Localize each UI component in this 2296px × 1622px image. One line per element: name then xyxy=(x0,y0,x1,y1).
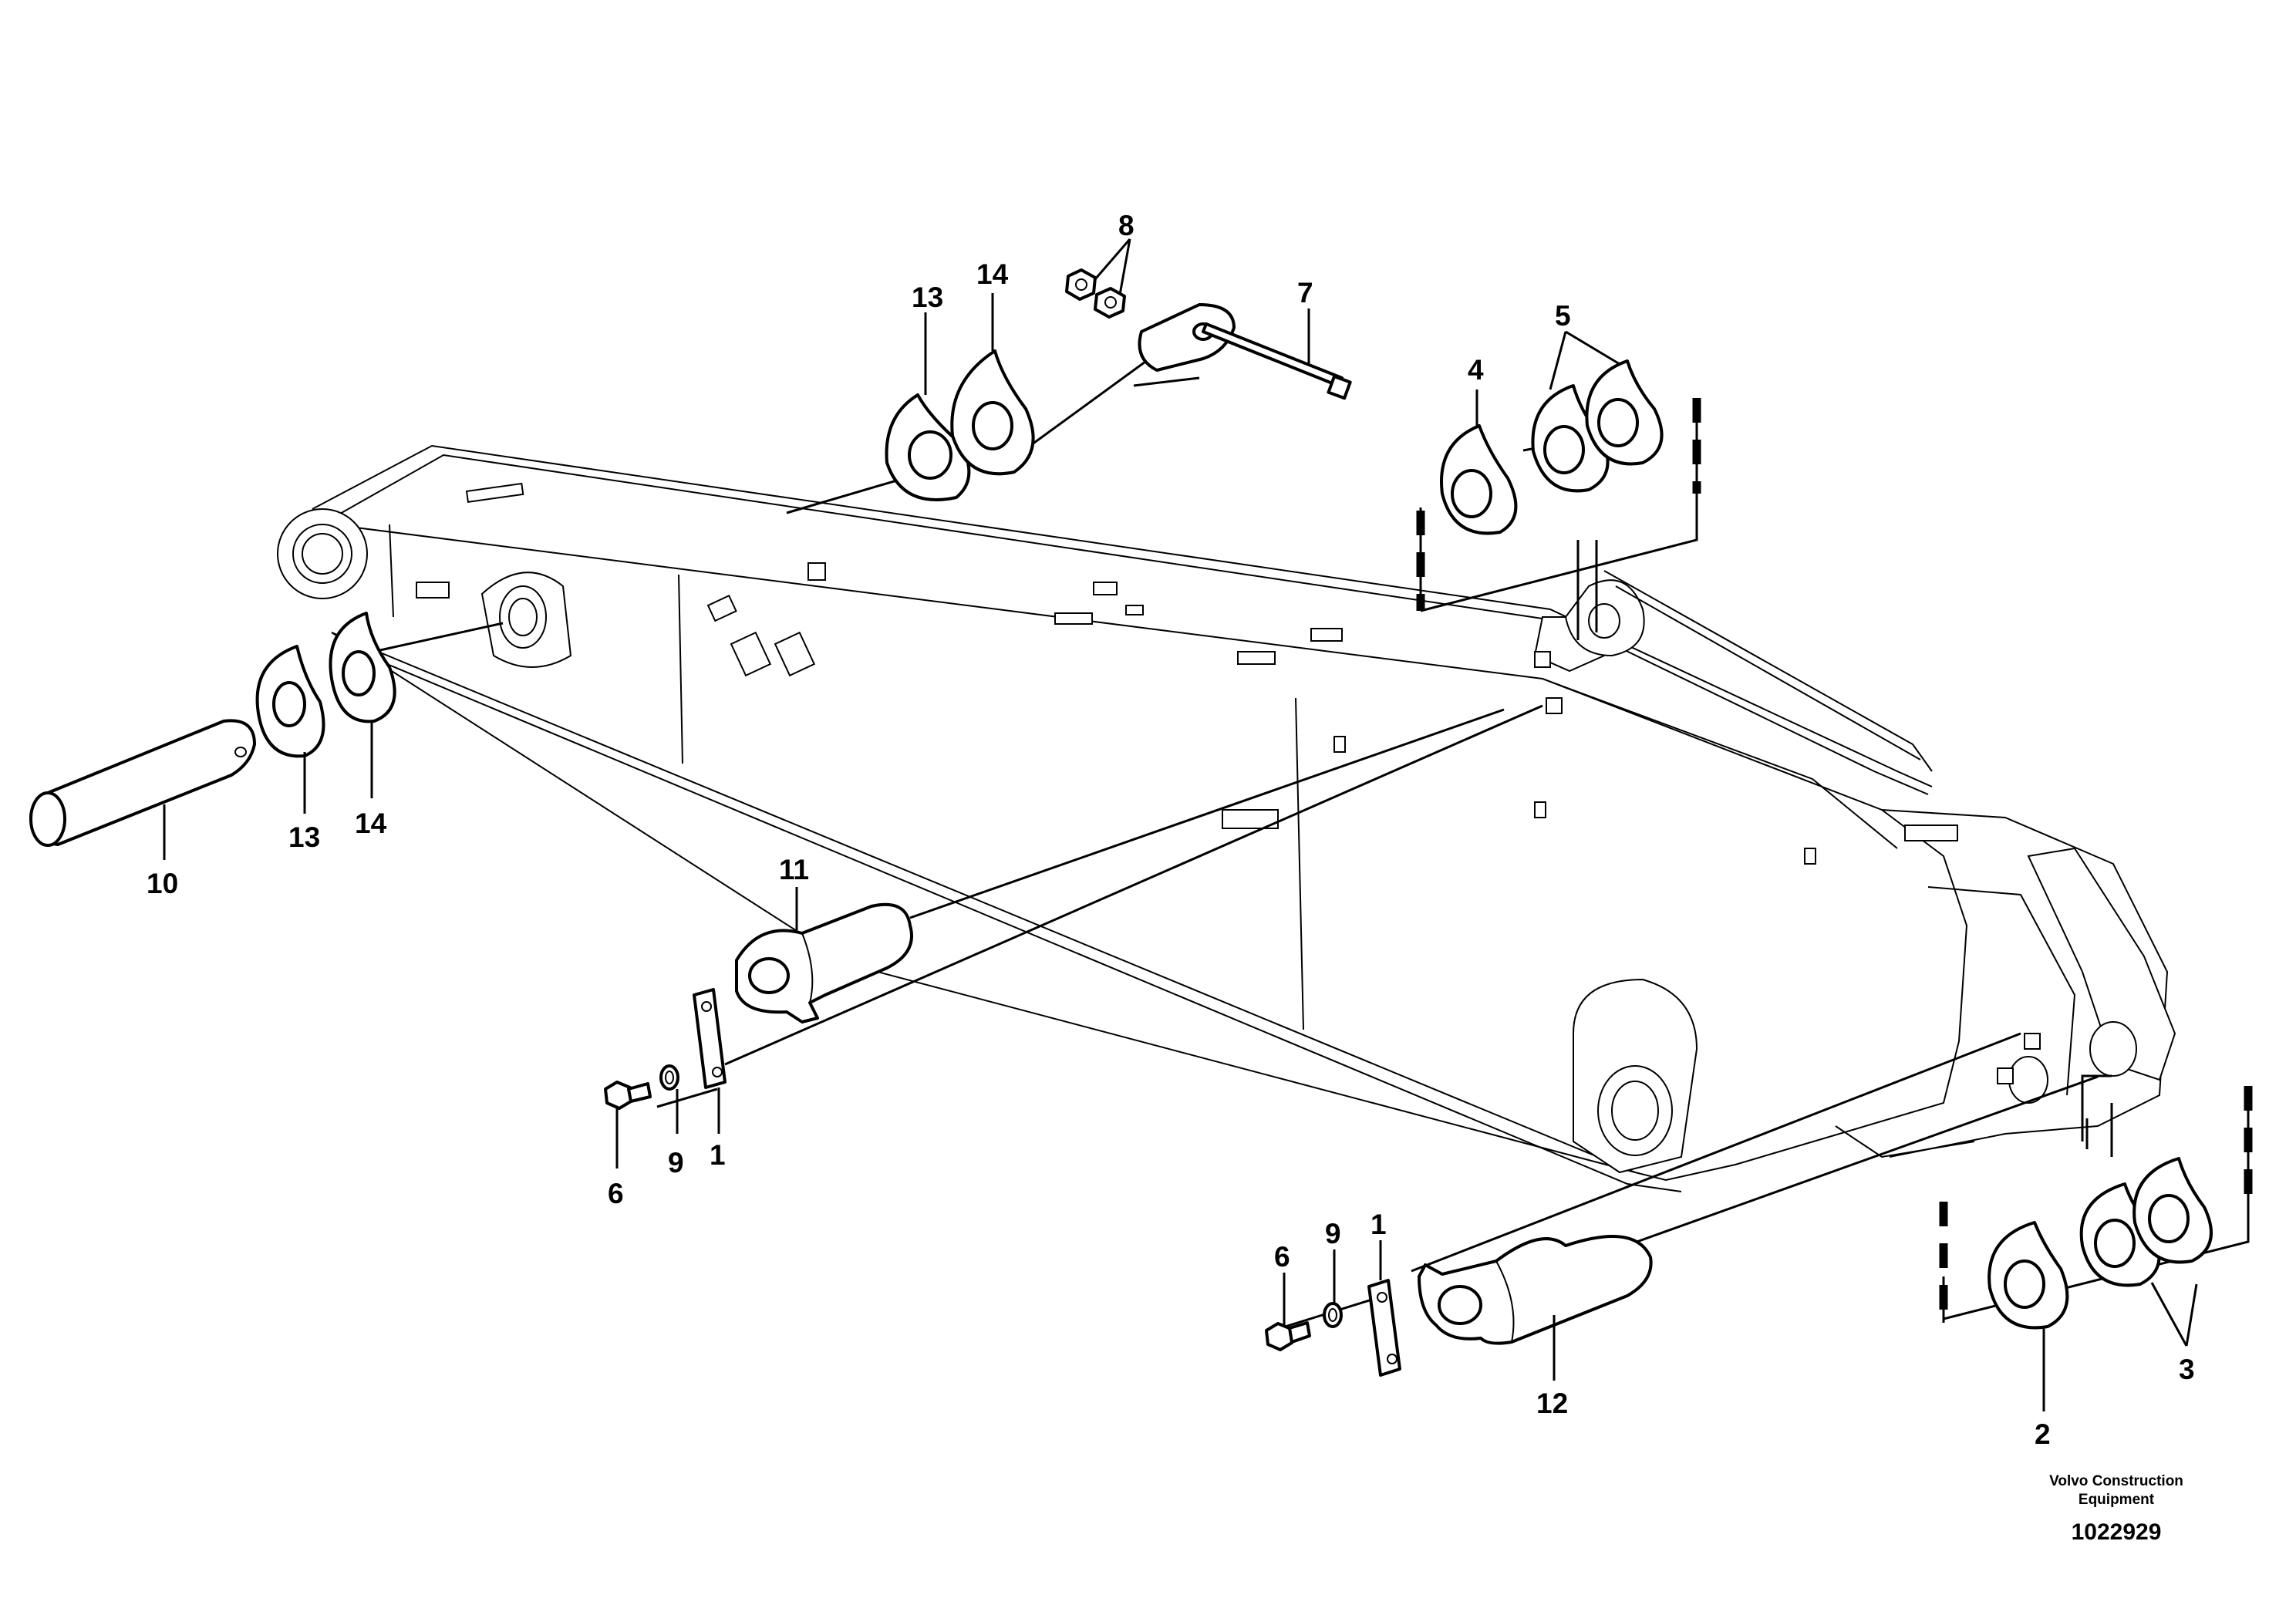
callout-1-left: 1 xyxy=(710,1139,726,1171)
nut-8a[interactable] xyxy=(1065,268,1097,301)
pin-11[interactable] xyxy=(735,902,913,1023)
callout-2: 2 xyxy=(2035,1418,2051,1450)
callout-1-right: 1 xyxy=(1371,1209,1387,1240)
assembly-lines xyxy=(261,342,2113,1330)
washer-14-left[interactable] xyxy=(329,612,396,723)
bolt-6-left[interactable] xyxy=(604,1081,652,1110)
group-bracket-upper xyxy=(1416,398,1701,612)
washer-13-top[interactable] xyxy=(885,393,971,501)
washer-9-left[interactable] xyxy=(659,1064,679,1091)
washer-2[interactable] xyxy=(1988,1221,2069,1330)
callout-6-left: 6 xyxy=(608,1178,624,1209)
bolt-6-right[interactable] xyxy=(1265,1321,1311,1351)
pin-10[interactable] xyxy=(29,719,256,847)
callout-10: 10 xyxy=(147,868,178,899)
pin-12[interactable] xyxy=(1418,1235,1653,1345)
callout-5: 5 xyxy=(1555,300,1571,332)
callout-leaders xyxy=(163,238,2198,1411)
callout-9-right: 9 xyxy=(1325,1218,1341,1249)
callout-11: 11 xyxy=(779,854,809,885)
callout-14-left: 14 xyxy=(355,808,387,839)
callout-7: 7 xyxy=(1297,277,1313,309)
callout-6-right: 6 xyxy=(1274,1241,1290,1273)
washer-4[interactable] xyxy=(1440,424,1518,535)
callout-8: 8 xyxy=(1118,210,1135,241)
callout-14-top: 14 xyxy=(976,258,1009,290)
callout-labels: 13 14 8 7 4 5 13 14 10 11 1 9 6 1 9 6 12… xyxy=(147,210,2195,1450)
callout-9-left: 9 xyxy=(668,1147,684,1179)
callout-4: 4 xyxy=(1468,354,1484,386)
washer-13-left[interactable] xyxy=(255,645,325,758)
nut-8b[interactable] xyxy=(1094,287,1126,319)
plate-1-left[interactable] xyxy=(693,988,727,1089)
callout-12: 12 xyxy=(1536,1388,1568,1419)
washer-9-right[interactable] xyxy=(1323,1302,1343,1328)
brand-line-2: Equipment xyxy=(2079,1492,2155,1508)
washer-5b[interactable] xyxy=(1585,359,1664,466)
pin-7[interactable] xyxy=(1138,303,1352,400)
washer-14-top[interactable] xyxy=(950,349,1035,476)
reference-number: 1022929 xyxy=(2072,1519,2162,1545)
callout-13-top: 13 xyxy=(912,282,943,313)
brand-line-1: Volvo Construction xyxy=(2049,1473,2183,1489)
washer-3b[interactable] xyxy=(2132,1157,2213,1264)
boom-arm xyxy=(277,444,2176,1192)
callout-13-left: 13 xyxy=(288,821,320,853)
footer: Volvo Construction Equipment 1022929 xyxy=(2049,1473,2183,1545)
callout-3: 3 xyxy=(2179,1354,2195,1385)
plate-1-right[interactable] xyxy=(1367,1279,1401,1377)
